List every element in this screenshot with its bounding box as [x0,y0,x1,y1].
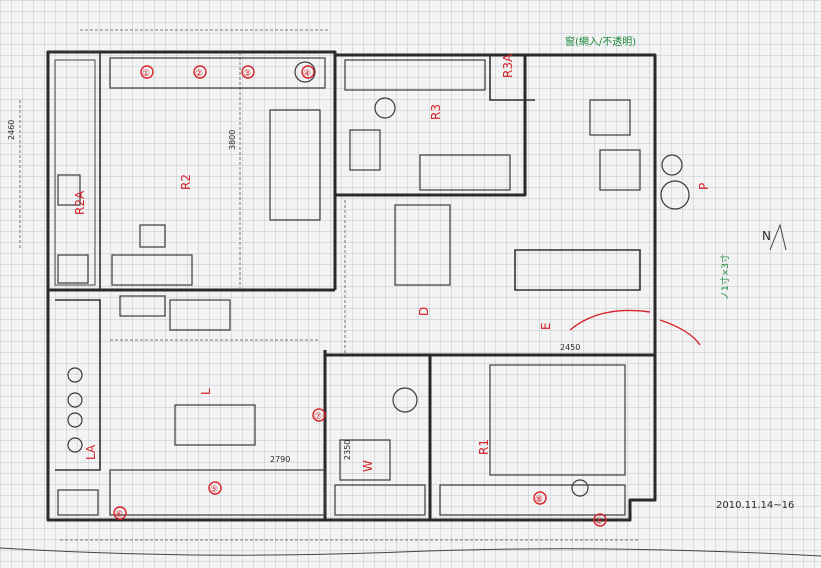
kitchen-counter [514,249,641,291]
room-label-d: D [417,307,431,316]
marker-8: ⑧ [535,495,543,505]
bathtub [334,484,426,516]
la-strip [55,299,101,471]
room-label-r3: R3 [429,104,443,120]
dining-table [394,204,451,286]
room-label-p: P [697,183,711,190]
note-right: ノ1寸×3寸 [719,254,731,300]
dim-2450: 2450 [560,343,580,352]
living-table [174,404,256,446]
room-label-r2: R2 [179,174,193,190]
room-label-la: LA [84,444,98,460]
marker-2: ② [195,69,203,79]
date-label: 2010.11.14~16 [716,500,794,511]
room-label-w: W [361,460,375,472]
note-top: 窗(網入/不透明) [565,35,636,48]
r1-bed [489,364,626,476]
room-label-r3a: R3A [501,53,515,78]
partition-r3 [335,55,527,197]
dim-2790: 2790 [270,455,290,464]
partition-r3a [489,55,535,101]
balcony-strip [48,51,101,291]
dim-2350: 2350 [343,440,352,460]
marker-5: ⑤ [210,485,218,495]
marker-1: ① [142,69,150,79]
marker-4: ④ [303,69,311,79]
north-arrow-icon [769,223,787,251]
marker-3: ③ [243,69,251,79]
room-label-l: L [199,388,213,395]
room-label-e: E [539,322,553,330]
room-label-r2a: R2A [73,190,87,215]
outer-wall [46,50,657,522]
room-label-r1: R1 [477,439,491,455]
dim-3800: 3800 [228,130,237,150]
north-arrow-label: N [762,229,771,243]
dim-2460: 2460 [7,120,16,140]
marker-7: ⑦ [314,412,322,422]
marker-6: ⑥ [115,510,123,520]
marker-9: ⑨ [595,517,603,527]
